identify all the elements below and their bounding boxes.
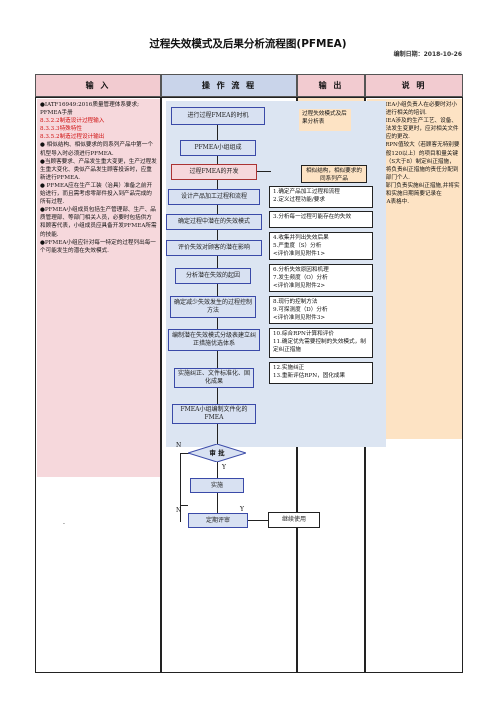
note-similar-products: 相似结构，相似要求的同系列产品: [301, 165, 367, 183]
flow-step-3: 评价失效对顾客的潜在影响: [166, 240, 262, 256]
flow-line-implement: [217, 498, 218, 514]
page-title: 过程失效模式及后果分析流程图(PFMEA): [149, 38, 347, 50]
note-line: 7.发生频度（O）分析: [273, 274, 328, 281]
explain-item: ●PFMEA涉及的生产工艺、设备、控制方法发生变更时，应对相关文件进行相应的更改…: [369, 118, 459, 141]
flow-line-main: [217, 120, 218, 450]
input-column-header: 输 入: [35, 74, 161, 97]
flow-step-6: 编制潜在失效模式分级表建立纠正措施优选体系: [168, 329, 260, 351]
flow-line-review: [217, 450, 218, 498]
develop-to-notes-line: [257, 171, 271, 172]
input-item: ●当顾客要求、产品发生重大变更，生产过程发生重大变化、类似产品发生顾客投诉时，应…: [40, 158, 157, 181]
explain-item: ●PFMEA小组负责人在必要时对小组成员进行相关的培训.: [369, 102, 457, 117]
yes-marker-2: Y: [240, 506, 244, 513]
compile-date: 编制日期：2018-10-26: [393, 51, 462, 58]
explain-item: ●针对RPN值较大（若顾客无特别要求，一般120以上）的项目和量关键的项目（S大…: [369, 142, 460, 181]
input-item: 8.3.2.2制造设计过程输入: [40, 118, 105, 125]
no-marker-1: N: [176, 442, 182, 449]
note-line: 1.确定产品加工过程和流程: [273, 189, 340, 195]
continue-line: [248, 520, 268, 521]
input-mark: -: [63, 521, 65, 527]
note-2: 3.分析每一过程可能存在的失效: [269, 211, 373, 228]
note-line: 11.确定优先需要控制的失效模式，制定纠正措施: [273, 338, 366, 353]
flow-start: 进行过程FMEA的时机: [171, 107, 265, 125]
explain-item: ●责任部门负责实施纠正措施,并将实际措施和实施日期简要记录在PFMEA表格中.: [369, 182, 460, 206]
flow-step-2: 确定过程中潜在的失效模式: [166, 214, 262, 230]
input-item: ● 相似结构、相似要求的同系列产品中第一个机型导入时必须进行PFMEA.: [40, 142, 153, 157]
n-loop-line-2: [180, 505, 181, 522]
operation-column-header: 操 作 流 程: [161, 74, 297, 97]
note-line: 12.实施纠正: [273, 365, 305, 371]
review-decision: 审 批: [186, 443, 248, 463]
input-item: ●IATF16949:2016质量管理体系要求;: [40, 102, 139, 108]
flow-step-7: 实施纠正、文件标准化、固化成果: [174, 368, 254, 388]
flow-continue-use: 继续使用: [268, 512, 320, 528]
flow-step-4: 分析潜在失效的起因: [175, 268, 251, 284]
flow-implement: 实施: [190, 478, 244, 493]
flow-periodic-review: 定期评审: [188, 513, 248, 528]
flow-team: PFMEA小组组成: [180, 140, 256, 156]
note-line: 13.重新评估RPN，固化成果: [273, 372, 346, 379]
input-item: 8.3.5.2制造过程设计输出: [40, 134, 105, 141]
input-item: PFMEA手册: [40, 110, 73, 117]
no-marker-2: N: [176, 507, 182, 514]
note-line: 6.分析失效原因和机理: [273, 267, 329, 273]
note-line: 9.可探测度（D）分析: [273, 306, 328, 313]
flow-step-1: 设计产品加工过程和流程: [168, 189, 260, 205]
yes-marker-1: Y: [222, 464, 226, 471]
note-line: <评价准则见附件2>: [273, 282, 326, 289]
note-line: 4.收集并列出失效后果: [273, 235, 329, 241]
explain-notes-list: ●PFMEA小组负责人在必要时对小组成员进行相关的培训.●PFMEA涉及的生产工…: [369, 101, 460, 206]
explain-column-header: 说 明: [365, 74, 463, 97]
input-item: 8.3.3.3特殊特性: [40, 126, 82, 133]
note-line: <评价准则见附件3>: [273, 314, 326, 321]
input-item: ●PFMEA小组成员包括生产管理部、生产、品质管理部、等部门相关人员，必要时包括…: [40, 207, 157, 238]
input-item: ●PFMEA小组应针对每一特定的过程列出每一个可能发生的潜在失效模式.: [40, 239, 156, 254]
input-item: ● PFMEA应在生产工装（治具）准备之前开始进行，而且需考虑零部件投入到产品完…: [40, 182, 153, 206]
output-pfmea-table: 过程失效模式及后果分析表: [299, 109, 351, 131]
flow-develop: 过程FMEA的开发: [171, 164, 257, 180]
note-line: 3.分析每一过程可能存在的失效: [273, 214, 352, 220]
note-line: 2.定义过程功能/要求: [273, 196, 325, 203]
flow-step-5: 确定减少失效发生的过程控制方法: [170, 296, 256, 318]
note-line: <评价准则见附件1>: [273, 250, 326, 257]
note-line: 10.综合RPN计算和评价: [273, 331, 334, 337]
n-loop-line-1: [180, 453, 181, 521]
note-line: 5.严重度（S）分析: [273, 242, 322, 249]
note-line: 8.现行的控制方法: [273, 299, 318, 305]
output-column-header: 输 出: [297, 74, 365, 97]
input-text-panel: [37, 99, 160, 477]
review-label: 审 批: [209, 449, 225, 457]
n-loop-line-2-top: [180, 505, 188, 506]
flow-step-8: FMEA小组编制文件化的FMEA: [172, 404, 256, 424]
